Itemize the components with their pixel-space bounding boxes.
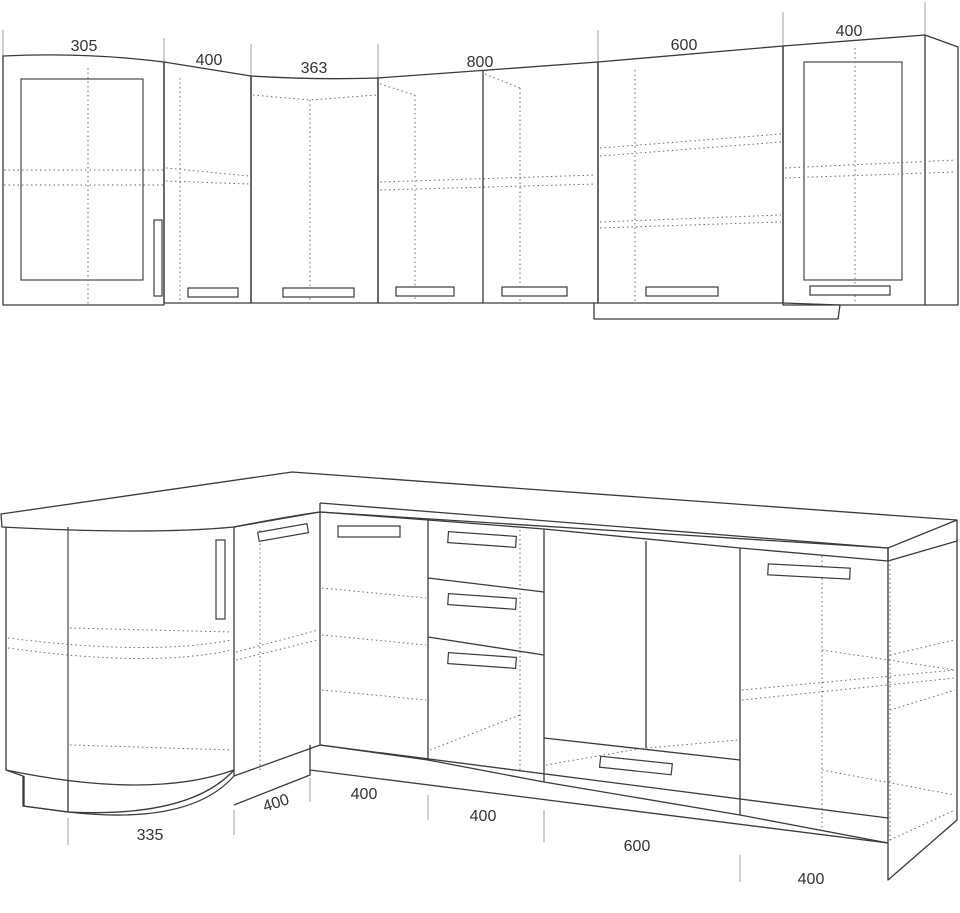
countertop <box>0 471 958 562</box>
base-dim-2: 400 <box>351 786 378 803</box>
base-curved-corner-unit <box>5 527 235 816</box>
upper-cabinet-363 <box>250 75 379 304</box>
base-plinth <box>233 538 958 881</box>
upper-dim-3: 363 <box>301 60 328 77</box>
base-dim-corner: 335 <box>137 827 164 844</box>
upper-dim-corner: 305 <box>71 38 98 55</box>
base-cabinet-400-door <box>319 511 429 761</box>
upper-dim-4: 800 <box>467 54 494 71</box>
upper-cabinet-600 <box>593 45 841 320</box>
base-dim-5: 400 <box>798 871 825 888</box>
base-cabinets <box>0 471 958 882</box>
dimension-labels: 305 400 363 800 600 400 400 400 400 600 … <box>71 23 863 888</box>
upper-dim-5: 600 <box>671 37 698 54</box>
upper-cabinets <box>2 2 959 320</box>
upper-glass-end-cabinet <box>782 34 959 306</box>
upper-dimension-ticks <box>2 2 926 78</box>
base-angled-door-unit <box>233 511 321 777</box>
base-oven-unit-600 <box>543 528 741 816</box>
base-dim-4: 600 <box>624 838 651 855</box>
base-vertical-handle <box>215 539 226 620</box>
upper-cabinet-400 <box>163 61 252 304</box>
base-end-cabinet-400 <box>739 547 956 844</box>
base-dim-angled: 400 <box>261 791 292 815</box>
upper-dim-6: 400 <box>836 23 863 40</box>
upper-glass-corner-cabinet <box>2 54 165 306</box>
base-dimension-ticks <box>67 778 741 882</box>
base-drawer-unit-400 <box>427 519 545 783</box>
upper-cabinet-800 <box>377 61 599 304</box>
upper-dim-2: 400 <box>196 52 223 69</box>
upper-vertical-handle <box>153 219 163 297</box>
base-dim-3: 400 <box>470 808 497 825</box>
